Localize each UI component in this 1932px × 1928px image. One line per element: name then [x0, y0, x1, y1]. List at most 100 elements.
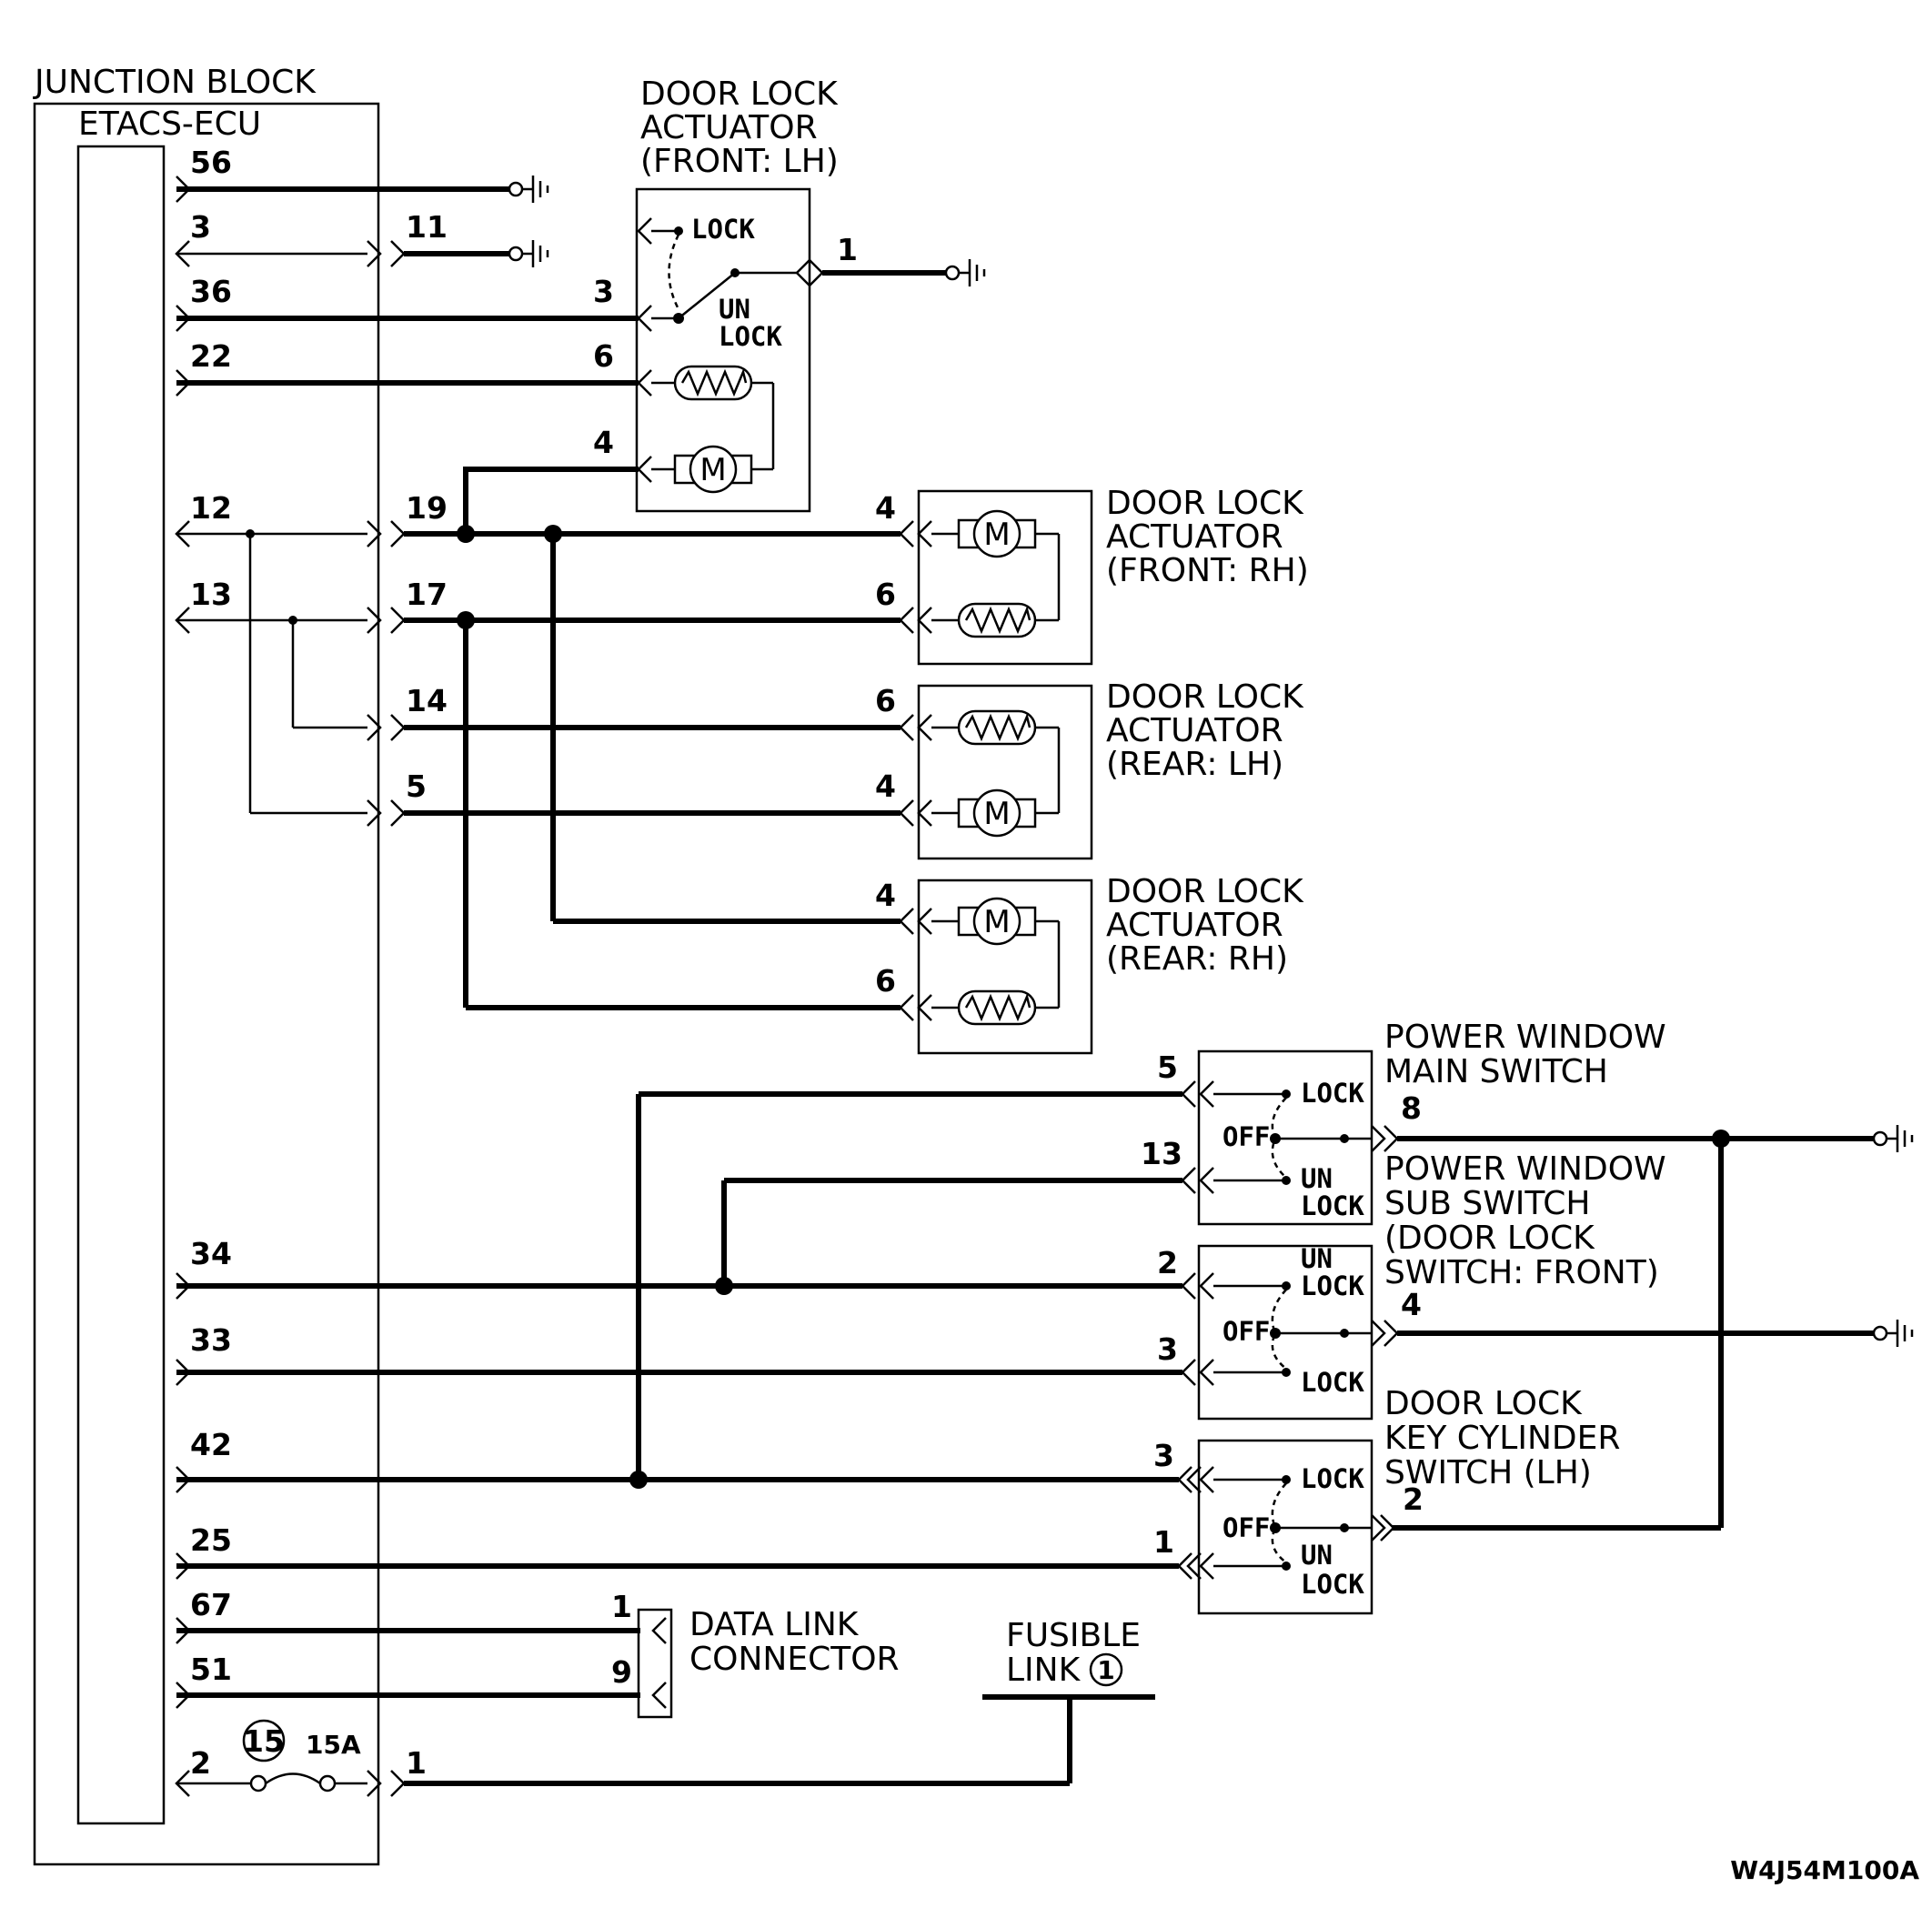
- jb-pin: 1: [406, 1745, 427, 1781]
- fusible-link-label: LINK: [1006, 1652, 1082, 1689]
- lock-signal-wires: [176, 525, 901, 1010]
- switch-label: KEY CYLINDER: [1384, 1420, 1620, 1457]
- ecu-pin: 42: [190, 1427, 232, 1462]
- off-label: OFF: [1223, 1512, 1270, 1543]
- fuse-number-circle: [242, 1719, 286, 1762]
- pin: 8: [1401, 1090, 1422, 1126]
- actuator-label: (FRONT: RH): [1106, 552, 1309, 589]
- lock-label: LOCK: [1301, 1367, 1364, 1398]
- data-link-connector: 1 9 DATA LINK CONNECTOR: [611, 1589, 900, 1719]
- switch-label: MAIN SWITCH: [1384, 1053, 1608, 1090]
- switch-label: POWER WINDOW: [1384, 1150, 1666, 1188]
- ecu-pin: 13: [190, 577, 232, 612]
- unlock-label: UN: [1301, 1243, 1333, 1274]
- diagram-code: W4J54M100A: [1730, 1855, 1919, 1885]
- jb-pin: 5: [406, 768, 427, 804]
- ecu-pin: 51: [190, 1652, 232, 1687]
- pin: 2: [1403, 1481, 1424, 1517]
- actuator-front-rh: DOOR LOCK ACTUATOR (FRONT: RH) 4 6: [875, 485, 1309, 666]
- pin: 2: [1157, 1245, 1178, 1280]
- pin: 6: [875, 963, 896, 999]
- pin: 4: [875, 768, 896, 804]
- jb-pin: 19: [406, 490, 448, 526]
- dlc-label: CONNECTOR: [689, 1641, 900, 1678]
- actuator-front-lh: DOOR LOCK ACTUATOR (FRONT: LH) 3 6 4 1 L…: [593, 75, 986, 513]
- actuator-rear-rh: DOOR LOCK ACTUATOR (REAR: RH) 4 6: [875, 873, 1304, 1055]
- fusible-link-label: FUSIBLE: [1006, 1617, 1141, 1654]
- ecu-pin: 2: [190, 1745, 211, 1781]
- dlc-label: DATA LINK: [689, 1606, 860, 1643]
- off-label: OFF: [1223, 1316, 1270, 1347]
- switch-label: SUB SWITCH: [1384, 1185, 1591, 1222]
- actuator-label: ACTUATOR: [1106, 518, 1283, 556]
- pin: 1: [611, 1589, 632, 1624]
- pin: 1: [837, 232, 858, 267]
- unlock-label: LOCK: [1301, 1270, 1364, 1301]
- lock-label: LOCK: [1301, 1078, 1364, 1109]
- pin: 9: [611, 1654, 632, 1690]
- pin: 4: [875, 490, 896, 526]
- actuator-label: DOOR LOCK: [1106, 678, 1304, 716]
- ecu-pin: 56: [190, 145, 232, 180]
- actuator-rear-lh: DOOR LOCK ACTUATOR (REAR: LH) 6 4: [875, 678, 1304, 860]
- jb-right-pin-labels: 11 19 17 14 5 1: [406, 209, 448, 1781]
- ecu-pin: 12: [190, 490, 232, 526]
- ecu-pin: 67: [190, 1587, 232, 1622]
- ecu-pin: 36: [190, 274, 232, 309]
- actuator-label: ACTUATOR: [1106, 712, 1283, 749]
- ecu-pin-labels: 56 3 36 22 12 13 34 33 42 25 67 51 2: [190, 145, 232, 1781]
- actuator-label: DOOR LOCK: [640, 75, 839, 113]
- ground-icon: [944, 257, 986, 288]
- switch-label: SWITCH: FRONT): [1384, 1254, 1659, 1291]
- off-label: OFF: [1223, 1121, 1270, 1152]
- pw-sub-switch: POWER WINDOW SUB SWITCH (DOOR LOCK SWITC…: [1157, 1150, 1914, 1421]
- pin: 6: [875, 577, 896, 612]
- lock-label: LOCK: [691, 214, 755, 245]
- actuator-label: ACTUATOR: [1106, 907, 1283, 944]
- ground-icon: [508, 238, 549, 269]
- fuse-circuit: 15 15A FUSIBLE LINK 1: [176, 1617, 1155, 1792]
- unlock-label: LOCK: [719, 321, 782, 352]
- actuator-label: ACTUATOR: [640, 109, 818, 146]
- unlock-label: UN: [1301, 1540, 1333, 1571]
- switch-label: DOOR LOCK: [1384, 1385, 1583, 1422]
- pin: 1: [1153, 1524, 1174, 1560]
- jb-pin: 14: [406, 683, 448, 718]
- switch-label: POWER WINDOW: [1384, 1019, 1666, 1056]
- key-cylinder-switch: DOOR LOCK KEY CYLINDER SWITCH (LH) 3 1 2…: [1153, 1385, 1721, 1615]
- actuator-label: DOOR LOCK: [1106, 485, 1304, 522]
- switch-label: (DOOR LOCK: [1384, 1220, 1595, 1257]
- fuse-number: 15: [243, 1723, 285, 1759]
- switch-label: SWITCH (LH): [1384, 1454, 1592, 1491]
- ground-icon: [508, 174, 549, 205]
- ecu-pin: 3: [190, 209, 211, 245]
- pin: 4: [1401, 1287, 1422, 1322]
- unlock-label: UN: [719, 294, 750, 325]
- pin: 3: [1157, 1331, 1178, 1367]
- etacs-ecu-label: ETACS-ECU: [78, 105, 261, 143]
- actuator-label: (REAR: RH): [1106, 940, 1288, 978]
- pin: 6: [875, 683, 896, 718]
- switch-wires: [176, 1091, 1182, 1698]
- ecu-pin: 22: [190, 338, 232, 374]
- ecu-pin: 33: [190, 1322, 232, 1358]
- pw-main-switch: POWER WINDOW MAIN SWITCH 5 13 8 LOCK OFF…: [1141, 1019, 1914, 1528]
- actuator-label: DOOR LOCK: [1106, 873, 1304, 910]
- pin: 6: [593, 338, 614, 374]
- jb-pin: 17: [406, 577, 448, 612]
- ground-wires: [176, 174, 549, 269]
- unlock-label: LOCK: [1301, 1569, 1364, 1600]
- actuator-label: (FRONT: LH): [640, 143, 839, 180]
- unlock-label: LOCK: [1301, 1190, 1364, 1221]
- ecu-pin: 25: [190, 1522, 232, 1558]
- ecu-pin: 34: [190, 1236, 232, 1271]
- pin: 3: [593, 274, 614, 309]
- jb-pin: 11: [406, 209, 448, 245]
- lock-label: LOCK: [1301, 1463, 1364, 1494]
- unlock-label: UN: [1301, 1163, 1333, 1194]
- pin: 4: [593, 425, 614, 460]
- pin: 3: [1153, 1438, 1174, 1473]
- fusible-link-number: 1: [1097, 1655, 1114, 1685]
- fuse-rating: 15A: [306, 1730, 361, 1760]
